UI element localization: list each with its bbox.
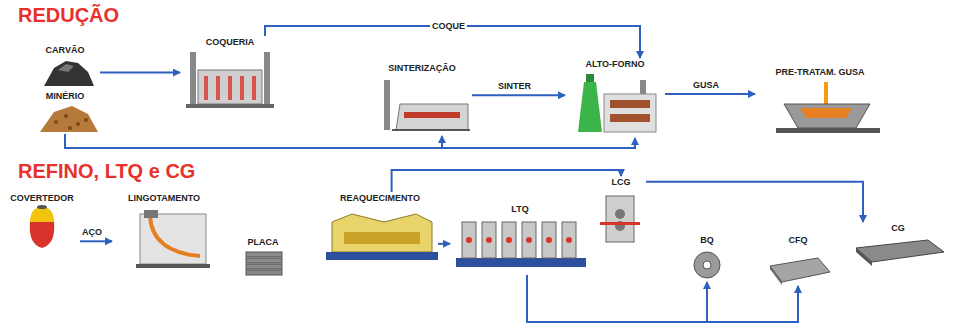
converter — [30, 205, 55, 248]
stage-label: COQUERIA — [180, 36, 280, 48]
process-stage: CARVÃO — [30, 44, 100, 88]
stage-label: PRE-TRATAM. GUSA — [755, 66, 885, 78]
process-stage: ALTO-FORNO — [565, 58, 665, 138]
flow-label: AÇO — [80, 227, 104, 238]
process-stage: CG — [848, 222, 948, 268]
stage-label: PLACA — [238, 236, 288, 248]
flow-arrow — [527, 275, 707, 322]
hot-strip-mill — [456, 222, 586, 267]
flow-label: COQUE — [430, 21, 467, 32]
flow-arrow — [392, 170, 621, 192]
process-stage: CFQ — [762, 234, 834, 286]
process-stage: PLACA — [238, 236, 288, 280]
process-stage: COVERTEDOR — [4, 192, 80, 250]
caster — [136, 210, 210, 268]
stage-label: LCG — [596, 176, 646, 188]
stage-label: SINTERIZAÇÃO — [372, 62, 472, 74]
flow-arrow — [646, 182, 863, 222]
flow-arrow — [65, 134, 442, 148]
section-heading: REDUÇÃO — [18, 4, 119, 27]
flow-arrow — [65, 134, 635, 148]
stage-label: ALTO-FORNO — [565, 58, 665, 70]
stage-label: COVERTEDOR — [4, 192, 80, 204]
flow-arrow — [472, 94, 565, 96]
flow-arrow — [438, 243, 450, 245]
blast-furnace — [578, 74, 656, 132]
stage-label: BQ — [690, 234, 724, 246]
process-stage: SINTERIZAÇÃO — [372, 62, 472, 136]
flow-arrow — [80, 240, 112, 242]
stage-label: LINGOTAMENTO — [112, 192, 216, 204]
ore-grains — [54, 114, 88, 130]
hot-coil — [694, 252, 720, 278]
process-stage: MINÉRIO — [30, 90, 100, 134]
heavy-plate — [856, 240, 944, 266]
stage-label: REAQUECIMENTO — [322, 192, 438, 204]
flow-label: GUSA — [691, 80, 721, 91]
ore-pile — [40, 106, 98, 132]
process-stage: PRE-TRATAM. GUSA — [755, 66, 885, 138]
flow-label: SINTER — [496, 81, 533, 92]
stage-label: CARVÃO — [30, 44, 100, 56]
stage-label: CG — [848, 222, 948, 234]
plate-mill — [600, 196, 640, 242]
process-stage: LTQ — [450, 203, 590, 275]
flow-arrow — [665, 93, 755, 95]
coal-pile — [44, 61, 94, 86]
sinter-plant — [384, 80, 470, 130]
process-stage: BQ — [690, 234, 724, 282]
reheating-furnace — [326, 214, 438, 260]
stage-label: MINÉRIO — [30, 90, 100, 102]
coke-oven — [186, 52, 274, 108]
process-stage: LCG — [596, 176, 646, 248]
hot-metal-ladle — [776, 82, 880, 133]
stage-label: CFQ — [762, 234, 834, 246]
coal-shine — [58, 64, 74, 72]
process-stage: LINGOTAMENTO — [112, 192, 216, 274]
slab-stack — [246, 252, 282, 275]
process-stage: COQUERIA — [180, 36, 280, 110]
process-stage: REAQUECIMENTO — [322, 192, 438, 266]
stage-label: LTQ — [450, 203, 590, 215]
section-heading: REFINO, LTQ e CG — [18, 160, 195, 183]
flow-arrow — [527, 275, 798, 322]
cut-sheet — [770, 258, 830, 285]
flow-arrow — [100, 72, 180, 74]
